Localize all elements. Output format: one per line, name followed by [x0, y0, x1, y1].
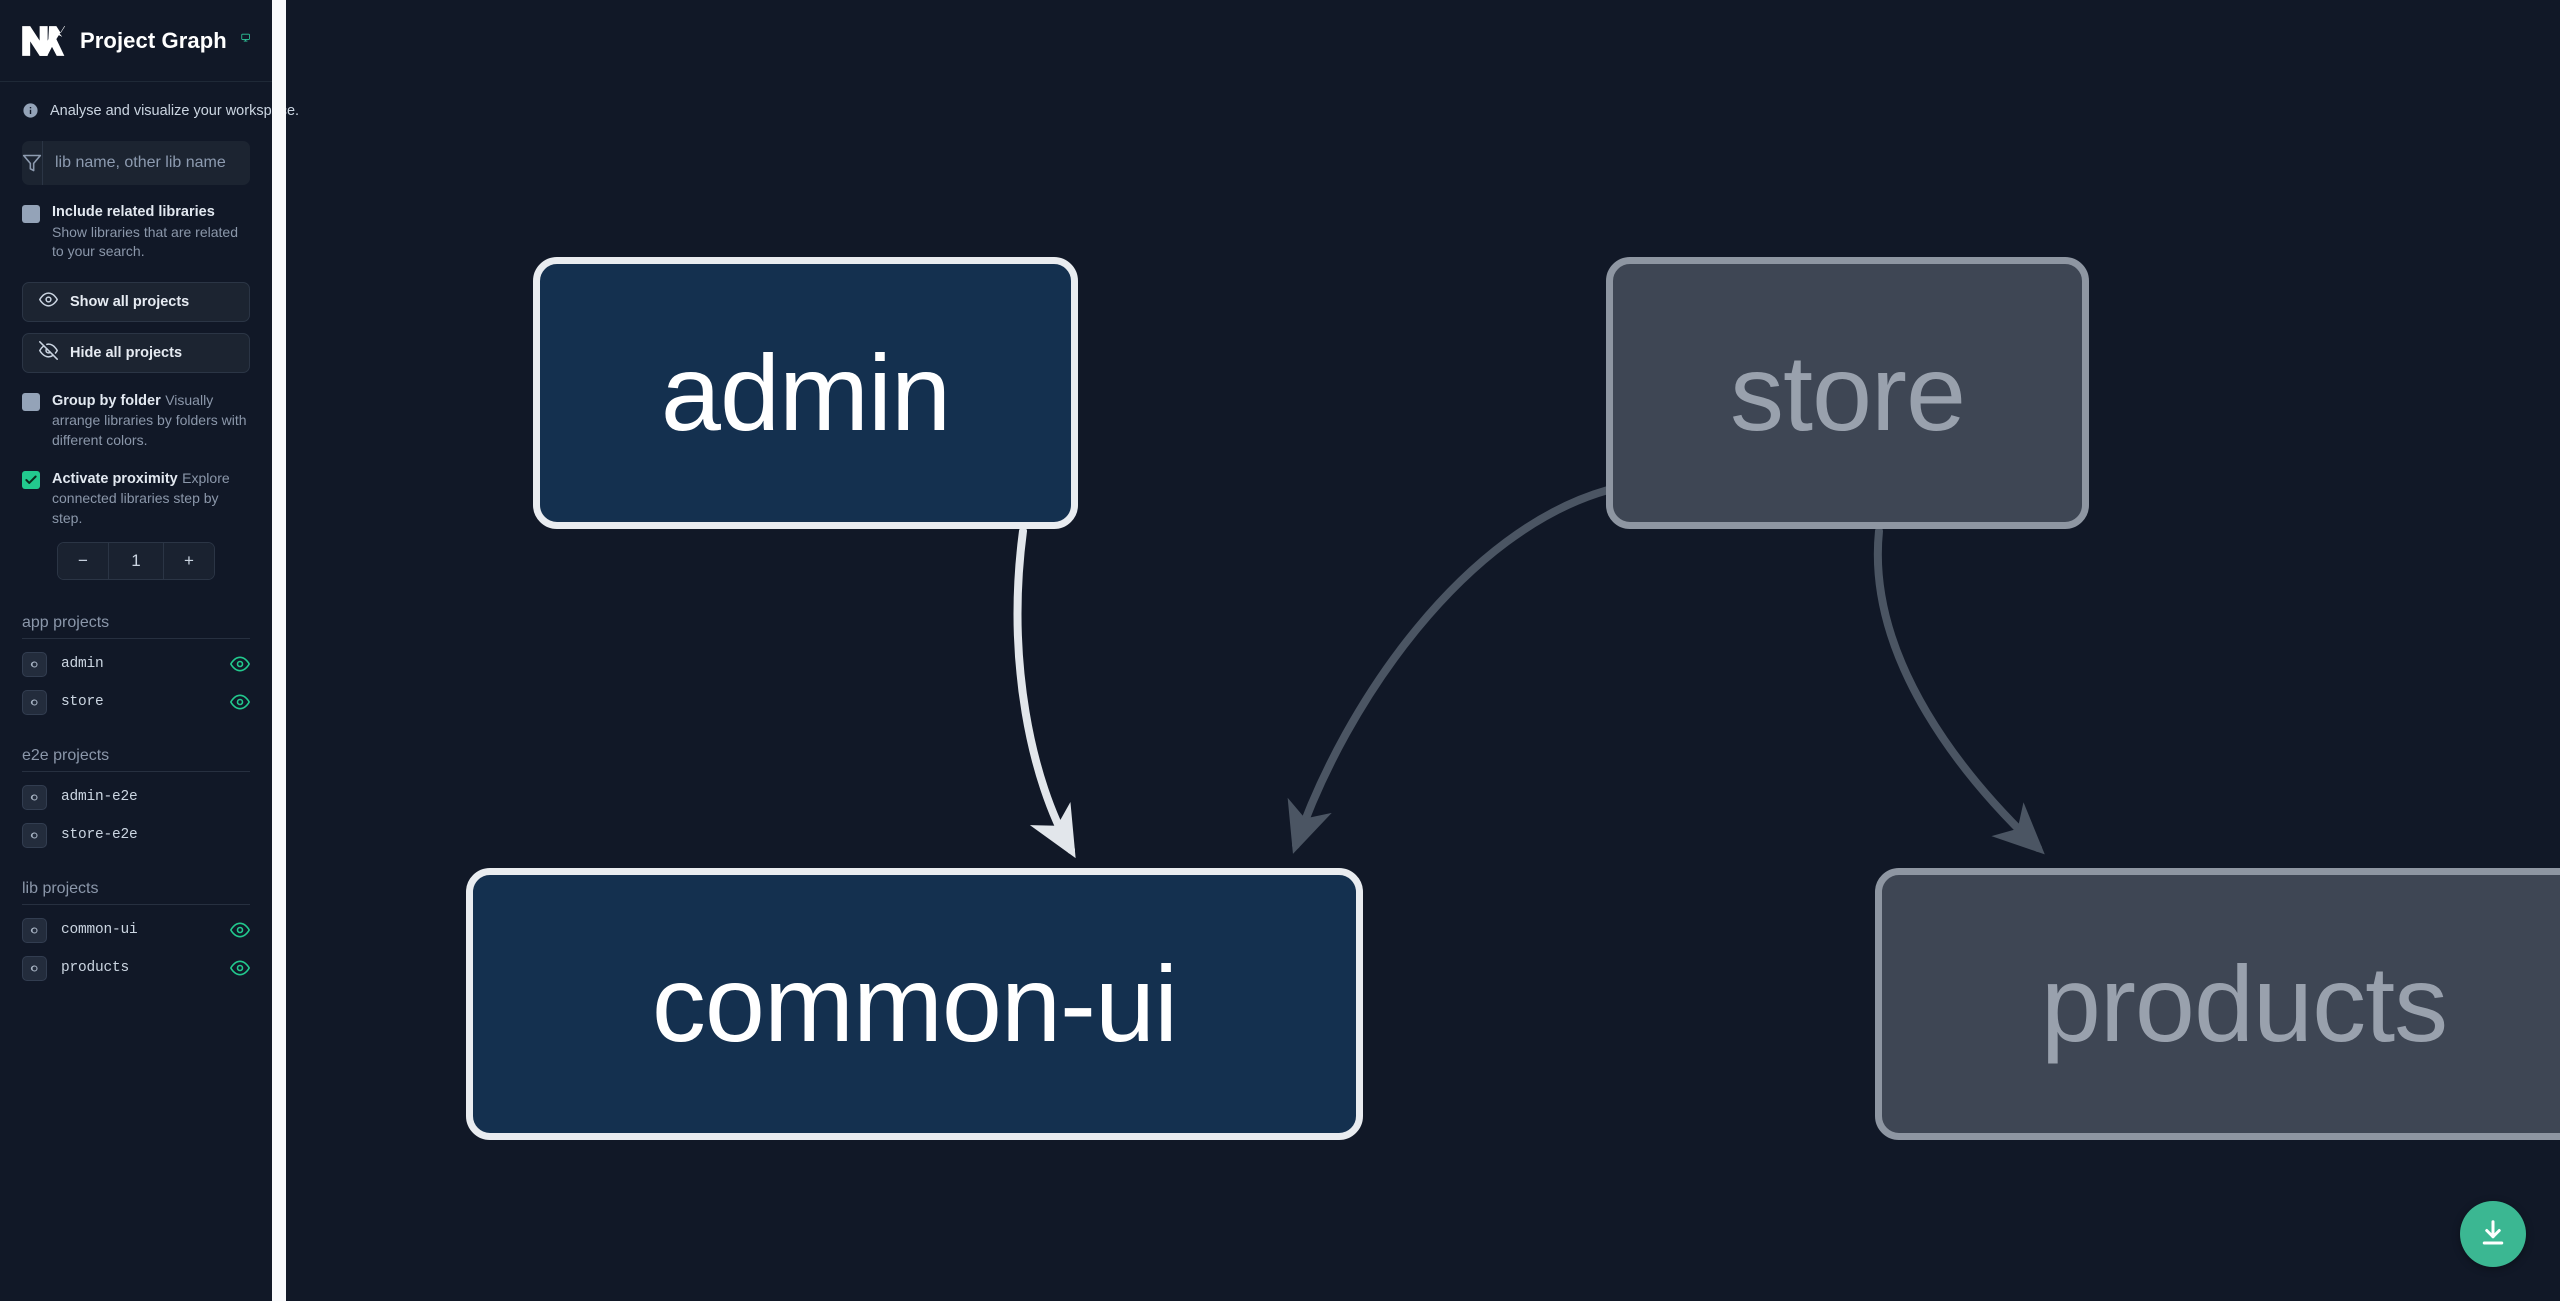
nx-logo-icon	[22, 21, 66, 61]
graph-node-label: products	[2040, 943, 2448, 1064]
project-visible-eye-icon[interactable]	[230, 920, 250, 940]
project-row-admin-e2e[interactable]: admin-e2e	[0, 778, 272, 816]
sidebar-header: Project Graph	[0, 0, 272, 82]
graph-edges-layer	[1013, 486, 2045, 859]
group-by-folder-text: Group by folder Visually arrange librari…	[52, 391, 250, 451]
section-divider	[22, 904, 250, 906]
sidebar-resize-handle[interactable]	[272, 0, 286, 1301]
sidebar-tagline: Analyse and visualize your workspace.	[0, 82, 299, 119]
project-name: admin-e2e	[61, 789, 138, 806]
include-related-libraries-checkbox[interactable]	[22, 205, 40, 223]
section-divider	[22, 638, 250, 640]
sidebar-action-buttons: Show all projects Hide all projects	[0, 262, 272, 373]
option-title: Include related libraries	[52, 204, 215, 220]
funnel-icon-box	[22, 141, 43, 185]
show-all-projects-label: Show all projects	[70, 293, 190, 310]
sidebar: Project Graph Analyse and visualize your…	[0, 0, 299, 1301]
group-by-folder-checkbox[interactable]	[22, 392, 40, 411]
project-sections: app projects admin	[0, 614, 272, 1301]
project-name: store-e2e	[61, 827, 138, 844]
monitor-icon[interactable]	[241, 30, 250, 52]
proximity-increment-button[interactable]: +	[164, 543, 214, 580]
show-all-projects-button[interactable]: Show all projects	[22, 281, 250, 322]
project-row-admin[interactable]: admin	[0, 645, 272, 683]
hide-all-projects-label: Hide all projects	[70, 344, 183, 361]
graph-node-store[interactable]: store	[1606, 257, 2089, 529]
include-related-libraries-text: Include related libraries Show libraries…	[52, 203, 250, 262]
project-visible-eye-icon[interactable]	[230, 654, 250, 674]
project-graph-canvas[interactable]: admin store common-ui products	[286, 0, 2560, 1301]
proximity-value: 1	[108, 543, 164, 580]
project-icon	[22, 784, 47, 810]
edge-store-to-products	[1873, 527, 2045, 855]
option-title: Group by folder	[52, 392, 161, 409]
project-visible-eye-icon[interactable]	[230, 958, 250, 978]
project-name: store	[61, 694, 104, 711]
edge-admin-to-common-ui	[1013, 527, 1076, 859]
project-icon	[22, 822, 47, 848]
option-activate-proximity[interactable]: Activate proximity Explore connected lib…	[0, 451, 272, 529]
option-include-related-libraries[interactable]: Include related libraries Show libraries…	[0, 185, 272, 262]
project-icon	[22, 689, 47, 715]
graph-node-products[interactable]: products	[1875, 868, 2560, 1140]
section-title-e2e-projects: e2e projects	[22, 747, 110, 765]
project-icon	[22, 651, 47, 677]
section-title-app-projects: app projects	[22, 614, 110, 632]
project-row-common-ui[interactable]: common-ui	[0, 911, 272, 949]
download-icon	[2478, 1218, 2508, 1251]
search-input[interactable]	[43, 141, 250, 185]
project-row-store[interactable]: store	[0, 683, 272, 721]
project-icon	[22, 917, 47, 943]
section-title-lib-projects: lib projects	[22, 880, 99, 898]
activate-proximity-checkbox[interactable]	[22, 470, 40, 489]
activate-proximity-text: Activate proximity Explore connected lib…	[52, 469, 250, 529]
proximity-stepper: − 1 +	[57, 542, 215, 581]
graph-node-label: admin	[660, 332, 951, 453]
project-row-store-e2e[interactable]: store-e2e	[0, 816, 272, 854]
graph-node-label: store	[1729, 332, 1966, 453]
eye-icon	[39, 290, 58, 313]
funnel-icon	[22, 153, 42, 173]
section-divider	[22, 771, 250, 773]
option-group-by-folder[interactable]: Group by folder Visually arrange librari…	[0, 373, 272, 451]
option-description: Visually arrange libraries by folders wi…	[52, 391, 247, 448]
option-description: Show libraries that are related to your …	[52, 223, 238, 260]
info-icon	[22, 102, 39, 119]
project-name: admin	[61, 656, 104, 673]
project-icon	[22, 955, 47, 981]
graph-node-label: common-ui	[651, 943, 1178, 1064]
project-name: common-ui	[61, 922, 138, 939]
search-container	[0, 119, 272, 185]
sidebar-tagline-text: Analyse and visualize your workspace.	[50, 102, 300, 119]
proximity-decrement-button[interactable]: −	[58, 543, 108, 580]
eye-off-icon	[39, 341, 58, 364]
proximity-stepper-container: − 1 +	[0, 528, 272, 581]
search-box[interactable]	[22, 141, 250, 185]
graph-node-common-ui[interactable]: common-ui	[466, 868, 1363, 1140]
option-title: Activate proximity	[52, 470, 178, 487]
graph-node-admin[interactable]: admin	[533, 257, 1078, 529]
page-title: Project Graph	[80, 27, 227, 53]
hide-all-projects-button[interactable]: Hide all projects	[22, 332, 250, 373]
download-graph-button[interactable]	[2460, 1201, 2526, 1267]
edge-store-to-common-ui	[1287, 486, 1612, 854]
project-visible-eye-icon[interactable]	[230, 692, 250, 712]
option-description: Explore connected libraries step by step…	[52, 469, 230, 526]
project-name: products	[61, 960, 130, 977]
project-row-products[interactable]: products	[0, 949, 272, 987]
